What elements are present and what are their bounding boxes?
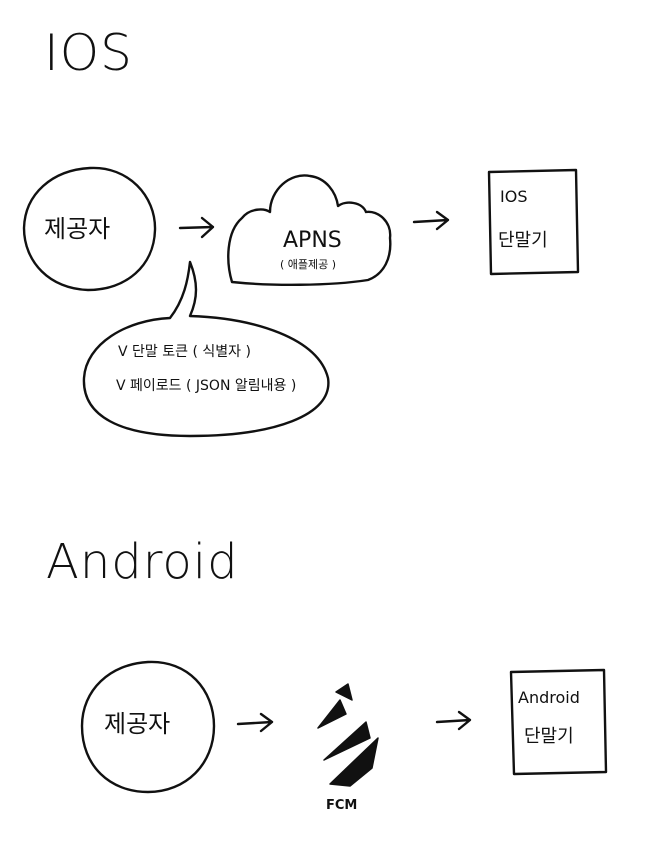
bubble-item-device-token: V 단말 토큰 ( 식별자 ) [118,344,251,360]
android-device-box [509,668,608,776]
android-provider-label: 제공자 [104,710,171,738]
apns-cloud [227,174,392,286]
ios-device-label-2: 단말기 [498,230,548,251]
android-arrow-2 [435,710,472,731]
android-arrow-1 [236,712,274,733]
ios-section-title: IOS [44,24,133,82]
ios-provider-label: 제공자 [44,215,111,243]
fcm-label: FCM [326,798,358,813]
android-section-title: Android [46,534,239,590]
ios-arrow-2 [412,210,450,231]
payload-bubble [82,260,330,438]
apns-note: ( 애플제공 ) [280,258,337,271]
ios-device-box [487,168,580,276]
ios-arrow-1 [178,216,215,239]
ios-provider-circle [22,166,157,292]
android-provider-circle [80,660,216,794]
android-device-label-1: Android [518,688,580,707]
apns-label: APNS [283,228,342,253]
fcm-logo [317,683,379,787]
bubble-item-payload: V 페이로드 ( JSON 알림내용 ) [116,378,297,394]
ios-device-label-1: IOS [500,187,528,206]
android-device-label-2: 단말기 [524,726,574,747]
